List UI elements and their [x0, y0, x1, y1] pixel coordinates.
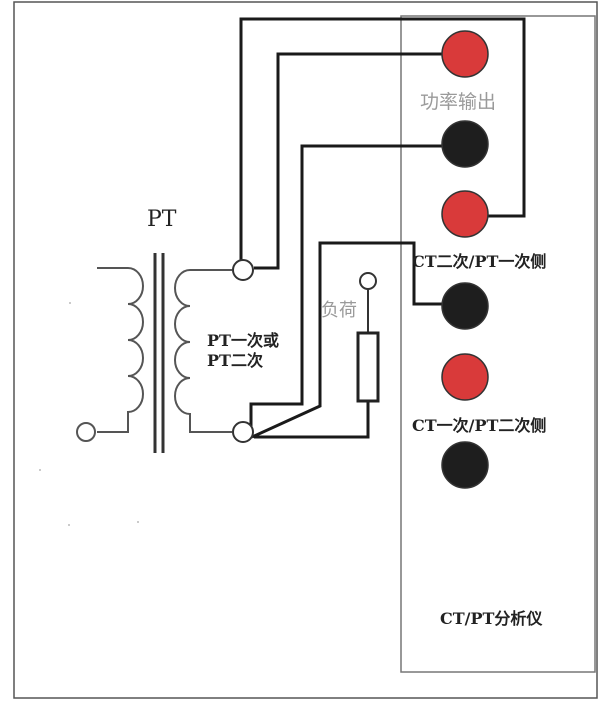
- analyzer-terminals: [441, 30, 489, 489]
- load-label: 负荷: [321, 300, 357, 321]
- load-resistor: [356, 272, 380, 403]
- pt-transformer: [76, 253, 254, 453]
- red-terminal-icon[interactable]: [441, 30, 489, 78]
- analyzer-label: CT/PT分析仪: [440, 609, 543, 628]
- secondary-coil-icon: [174, 269, 232, 433]
- background-specks: [39, 302, 139, 526]
- load-terminal-icon: [359, 272, 377, 290]
- wire-black2-to-pt-bottom: [251, 241, 444, 439]
- outer-frame: [13, 1, 598, 699]
- ct-primary-pt-secondary-label: CT一次/PT二次侧: [412, 416, 546, 435]
- primary-coil-icon: [97, 267, 144, 433]
- pt-secondary-label: PT二次: [207, 351, 263, 370]
- analyzer-device-box: [400, 15, 596, 673]
- wire-pt-top-to-red1: [254, 52, 444, 270]
- wires: [239, 17, 526, 439]
- pt-terminal-top-icon: [232, 259, 254, 281]
- black-terminal-icon[interactable]: [441, 282, 489, 330]
- pt-primary-or-label: PT一次或: [207, 331, 279, 350]
- red-terminal-icon[interactable]: [441, 353, 489, 401]
- red-terminal-icon[interactable]: [441, 190, 489, 238]
- black-terminal-icon[interactable]: [441, 441, 489, 489]
- black-terminal-icon[interactable]: [441, 120, 489, 168]
- power-output-label: 功率输出: [420, 91, 496, 113]
- resistor-icon: [356, 331, 380, 403]
- primary-terminal-icon: [76, 422, 96, 442]
- wire-black1-to-pt-bottom: [249, 144, 444, 430]
- pt-label: PT: [147, 207, 177, 232]
- ct-secondary-pt-primary-label: CT二次/PT一次侧: [412, 252, 546, 271]
- wire-load-to-pt-bottom: [254, 401, 370, 439]
- wire-pt-top-to-red3: [239, 17, 526, 268]
- pt-terminal-bottom-icon: [232, 421, 254, 443]
